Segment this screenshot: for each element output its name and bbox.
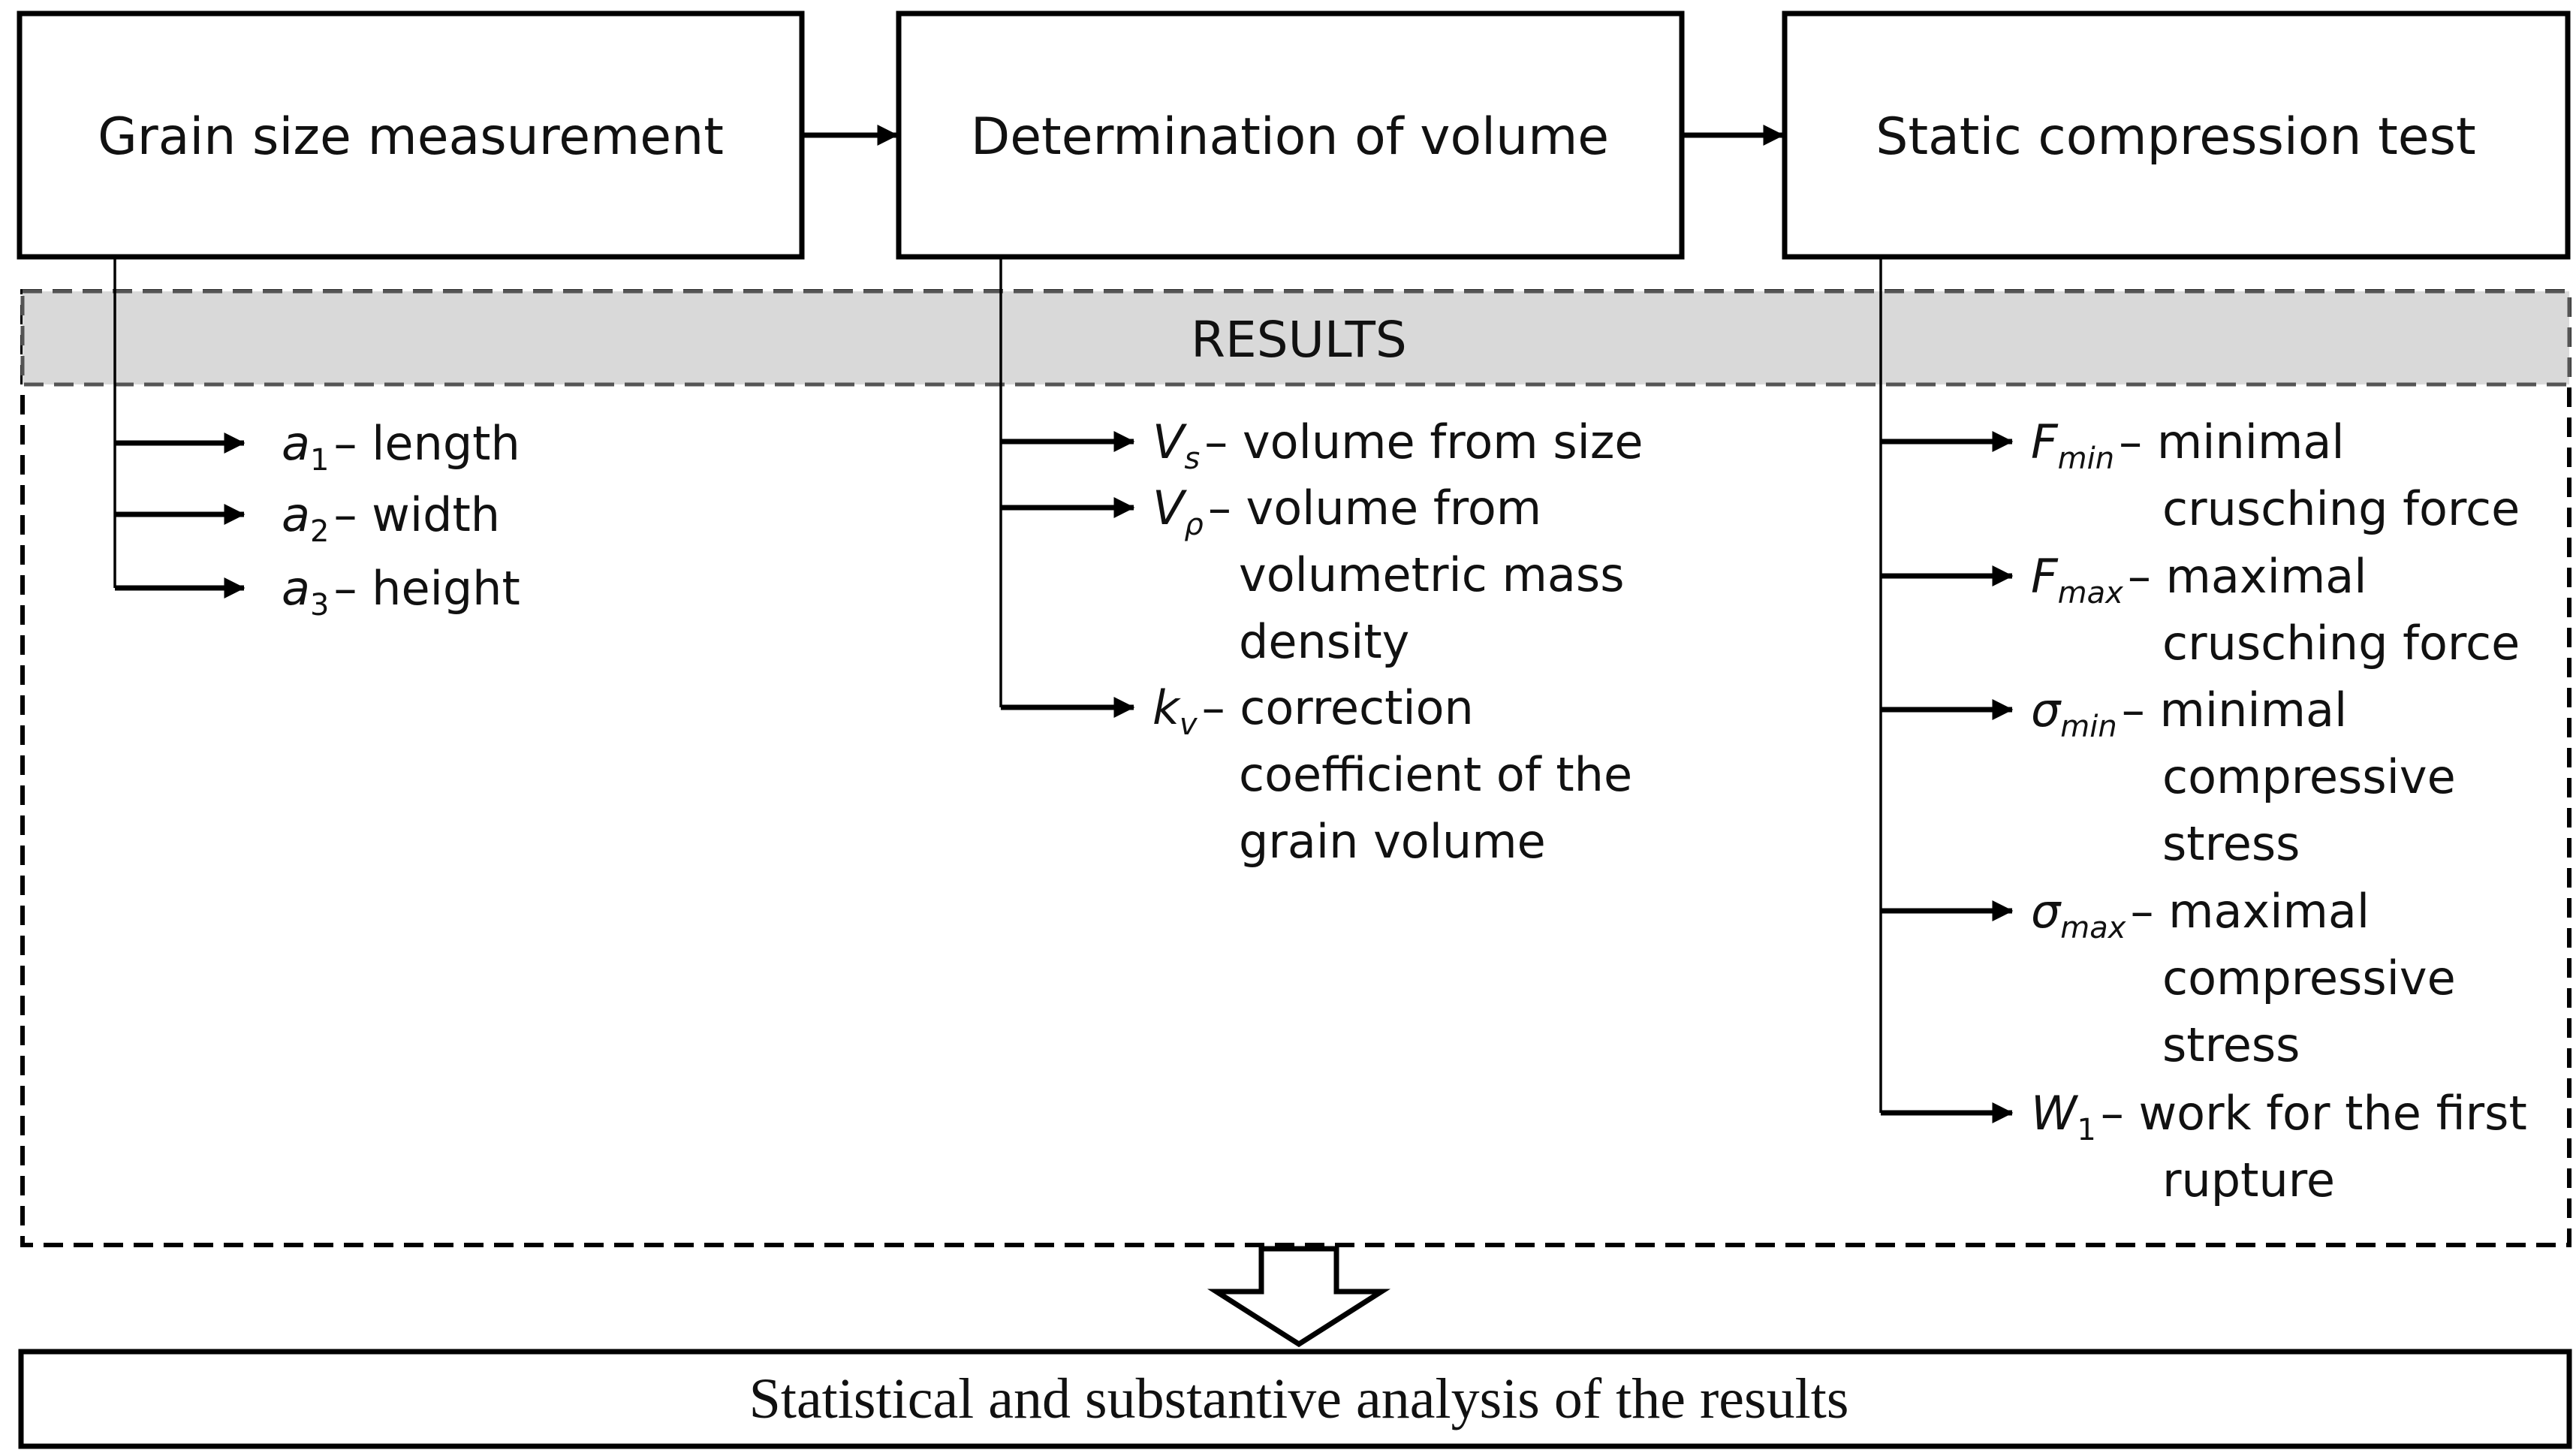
result-description: – maximal <box>2128 549 2367 604</box>
result-item: Vs– volume from size <box>1152 414 1644 476</box>
result-description-continued: compressive <box>2162 951 2456 1005</box>
analysis-label: Statistical and substantive analysis of … <box>749 1367 1849 1430</box>
result-symbol: k <box>1152 680 1181 735</box>
result-description-continued: compressive <box>2162 749 2456 804</box>
result-item: W1– work for the first rupture <box>2031 1086 2527 1207</box>
result-description: – correction <box>1202 680 1474 735</box>
analysis-box <box>18 1349 2572 1449</box>
result-description-continued: crusching force <box>2162 481 2520 536</box>
result-description: – volume from size <box>1204 414 1643 469</box>
result-subscript: 1 <box>2077 1113 2095 1147</box>
result-description: – volume from <box>1208 481 1541 535</box>
result-subscript: min <box>2058 442 2114 476</box>
result-description: – maximal <box>2130 884 2370 939</box>
result-symbol: F <box>2031 549 2059 604</box>
result-subscript: min <box>2060 710 2117 744</box>
result-item: a3– height <box>282 561 520 622</box>
step-box-volume <box>896 11 1685 260</box>
result-description: – length <box>333 416 520 471</box>
result-description: – height <box>333 561 520 616</box>
result-symbol: V <box>1152 481 1188 535</box>
result-item: kv– correction coefficient of the grain vo… <box>1152 680 1632 869</box>
result-description-continued: stress <box>2162 816 2300 871</box>
result-item: σmax– maximal compressive stress <box>2031 884 2456 1072</box>
result-item: Fmax– maximal crusching force <box>2031 549 2520 671</box>
results-band <box>20 289 2571 387</box>
result-subscript: ρ <box>1184 508 1203 542</box>
hollow-down-arrow <box>1207 1246 1391 1348</box>
results-label: RESULTS <box>1191 311 1407 369</box>
result-subscript: max <box>2060 911 2126 945</box>
step-label-volume: Determination of volume <box>971 107 1609 167</box>
result-subscript: s <box>1184 442 1200 476</box>
result-symbol: a <box>282 416 310 471</box>
result-symbol: V <box>1152 414 1188 469</box>
result-symbol: σ <box>2031 683 2062 737</box>
result-description: – minimal <box>2122 683 2347 737</box>
result-item: σmin– minimal compressive stress <box>2031 683 2456 871</box>
result-subscript: 2 <box>310 514 329 549</box>
result-description-continued: stress <box>2162 1017 2300 1072</box>
step-box-grain-size <box>17 11 805 260</box>
result-item: Vρ– volume from volumetric mass density <box>1152 481 1625 669</box>
result-subscript: max <box>2058 576 2123 610</box>
results-panel <box>20 289 2571 1247</box>
result-description-continued: volumetric mass <box>1239 547 1625 602</box>
result-item: Fmin– minimal crusching force <box>2031 414 2520 536</box>
result-description: – minimal <box>2119 414 2344 469</box>
result-description-continued: coefficient of the <box>1239 747 1632 802</box>
result-item: a1– length <box>282 416 520 478</box>
result-description-continued: density <box>1239 614 1409 669</box>
step-label-compression: Static compression test <box>1876 107 2475 167</box>
result-description-continued: rupture <box>2162 1153 2335 1207</box>
result-description: – work for the first <box>2101 1086 2527 1141</box>
step-label-grain-size: Grain size measurement <box>98 107 724 167</box>
result-subscript: 1 <box>310 443 329 478</box>
result-item: a2– width <box>282 487 500 549</box>
result-description-continued: grain volume <box>1239 814 1546 869</box>
result-symbol: F <box>2031 414 2059 469</box>
result-description-continued: crusching force <box>2162 616 2520 671</box>
step-box-compression <box>1782 11 2571 260</box>
result-description: – width <box>333 487 500 542</box>
result-subscript: v <box>1180 707 1198 742</box>
result-symbol: a <box>282 487 310 542</box>
result-symbol: σ <box>2031 884 2062 939</box>
result-symbol: W <box>2031 1086 2079 1141</box>
result-symbol: a <box>282 561 310 616</box>
result-subscript: 3 <box>310 588 329 622</box>
